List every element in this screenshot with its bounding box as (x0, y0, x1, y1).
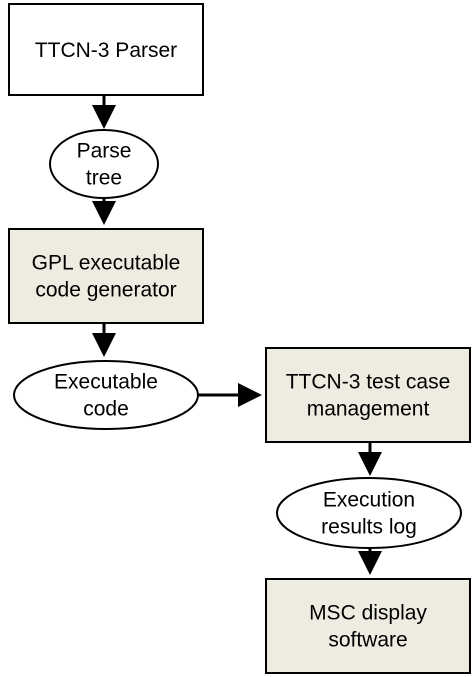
node-executable-code-ellipse (13, 360, 199, 430)
node-parse-tree-ellipse (49, 129, 159, 199)
node-label-line: code (83, 398, 129, 421)
node-label-line: code generator (35, 279, 176, 302)
node-label-line: TTCN-3 Parser (35, 39, 177, 62)
node-ttcn3-parser-box (8, 3, 204, 96)
node-parse-tree-label: Parse tree (77, 140, 132, 190)
node-test-case-management-box (265, 347, 471, 443)
node-label-line: results log (321, 516, 417, 539)
node-executable-code-label: Executable code (54, 371, 158, 421)
node-ttcn3-parser-label: TTCN-3 Parser (35, 39, 177, 62)
node-execution-log: Execution results log (276, 477, 462, 549)
node-label-line: Parse (77, 140, 132, 163)
node-msc-display-label: MSC display software (309, 602, 427, 652)
node-parse-tree: Parse tree (49, 129, 159, 199)
node-label-line: management (307, 398, 430, 421)
node-label-line: software (328, 629, 407, 652)
node-ttcn3-parser: TTCN-3 Parser (8, 3, 204, 96)
node-execution-log-ellipse (276, 477, 462, 549)
node-label-line: Executable (54, 371, 158, 394)
node-gpl-generator: GPL executable code generator (8, 228, 204, 324)
node-test-case-management-label: TTCN-3 test case management (286, 371, 451, 421)
node-gpl-generator-box (8, 228, 204, 324)
node-msc-display: MSC display software (265, 578, 471, 674)
node-gpl-generator-label: GPL executable code generator (32, 252, 181, 302)
node-label-line: MSC display (309, 602, 427, 625)
node-label-line: GPL executable (32, 252, 181, 275)
node-label-line: TTCN-3 test case (286, 371, 451, 394)
node-label-line: Execution (323, 489, 415, 512)
node-label-line: tree (86, 167, 122, 190)
node-test-case-management: TTCN-3 test case management (265, 347, 471, 443)
node-execution-log-label: Execution results log (321, 489, 417, 539)
node-msc-display-box (265, 578, 471, 674)
node-executable-code: Executable code (13, 360, 199, 430)
